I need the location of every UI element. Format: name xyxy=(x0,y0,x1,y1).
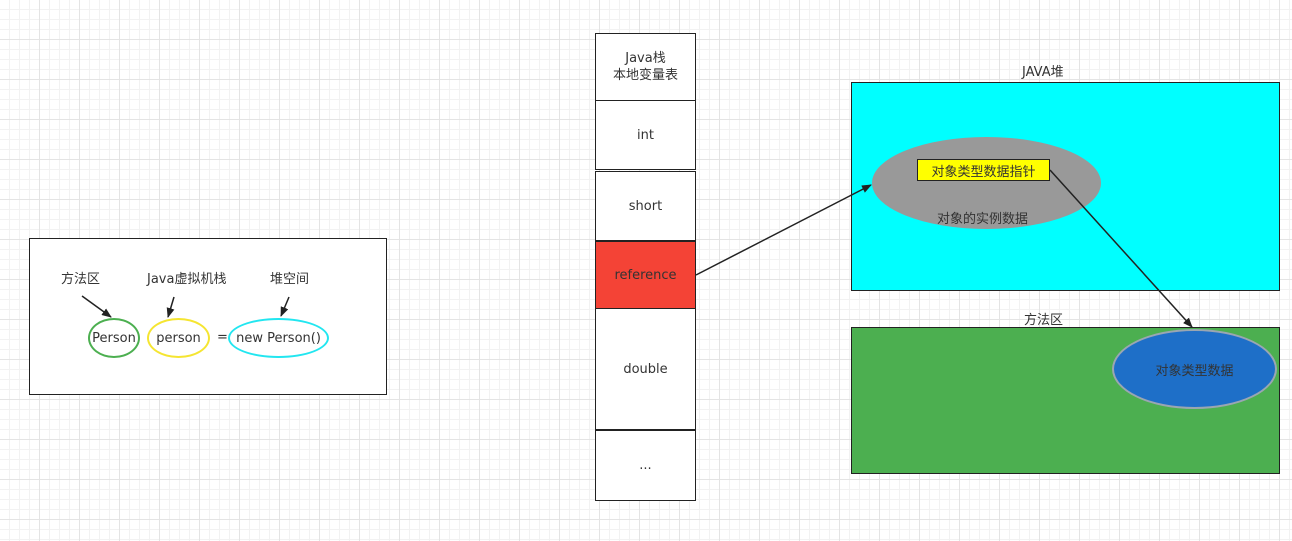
reference-to-object-arrow xyxy=(695,184,872,276)
variable-name-text: person xyxy=(156,330,201,346)
stack-cell-int: int xyxy=(595,100,696,170)
legend-method-area-label: 方法区 xyxy=(61,272,101,287)
heap-title: JAVA堆 xyxy=(1022,65,1064,80)
variable-name-ellipse: person xyxy=(147,318,210,358)
legend-arrow-heap-space xyxy=(280,296,290,317)
legend-box xyxy=(29,238,387,395)
method-area-title: 方法区 xyxy=(1024,313,1064,328)
stack-header: Java栈 本地变量表 xyxy=(595,33,696,101)
instance-data-label: 对象的实例数据 xyxy=(937,212,1029,227)
type-data-text: 对象类型数据 xyxy=(1155,363,1234,379)
stack-cell-double: double xyxy=(595,308,696,430)
legend-jvm-stack-label: Java虚拟机栈 xyxy=(147,272,227,287)
object-ellipse xyxy=(872,137,1101,229)
type-name-ellipse: Person xyxy=(88,318,140,358)
stack-cell-short: short xyxy=(595,171,696,241)
pointer-to-type-data-arrow xyxy=(1049,169,1193,328)
equals-sign: = xyxy=(217,330,228,345)
legend-heap-space-label: 堆空间 xyxy=(270,272,310,287)
legend-arrow-method-area xyxy=(81,295,112,318)
new-expression-text: new Person() xyxy=(236,330,321,346)
stack-cell-reference: reference xyxy=(595,241,696,309)
type-pointer-box: 对象类型数据指针 xyxy=(917,159,1050,181)
stack-header-line2: 本地变量表 xyxy=(612,68,678,83)
type-name-text: Person xyxy=(92,330,136,346)
stack-header-line1: Java栈 xyxy=(625,51,666,66)
new-expression-ellipse: new Person() xyxy=(228,318,329,358)
stack-cell-ellipsis: ... xyxy=(595,430,696,501)
type-data-ellipse: 对象类型数据 xyxy=(1112,329,1277,409)
legend-arrow-jvm-stack xyxy=(166,296,175,318)
